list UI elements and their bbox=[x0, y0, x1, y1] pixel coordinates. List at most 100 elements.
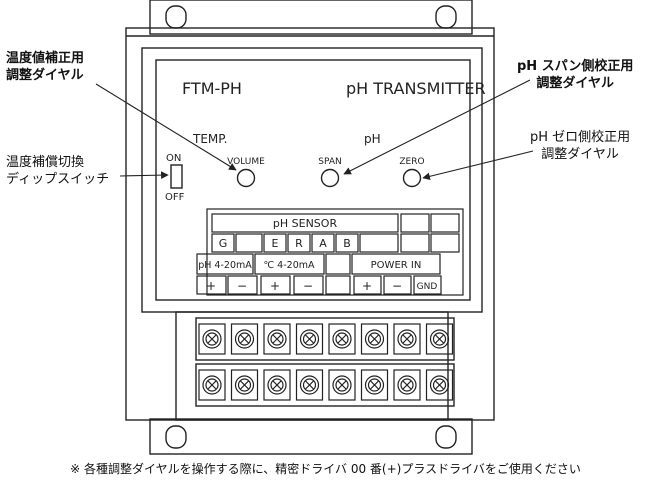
screw-head-icon bbox=[234, 329, 255, 349]
screw-head-icon bbox=[202, 375, 222, 395]
screw-head-icon bbox=[397, 375, 417, 395]
screw-terminal-top-7[interactable] bbox=[393, 323, 421, 355]
screw-head-icon bbox=[332, 375, 352, 395]
volume-label: VOLUME bbox=[227, 157, 265, 167]
screw-head-inner-icon bbox=[432, 378, 447, 392]
screw-head-icon bbox=[397, 329, 417, 349]
phillips-slot-icon bbox=[402, 380, 412, 390]
switch-on-label: ON bbox=[166, 153, 181, 164]
screw-head-inner-icon bbox=[302, 378, 317, 392]
screw-head-inner-icon bbox=[400, 332, 414, 346]
screw-head-inner-icon bbox=[237, 332, 252, 346]
screw-terminal-top-1[interactable] bbox=[198, 323, 226, 355]
screw-head-icon bbox=[332, 329, 352, 349]
screw-terminal-top-5[interactable] bbox=[328, 323, 356, 355]
screw-head-icon bbox=[364, 375, 385, 395]
phillips-slot-icon bbox=[370, 334, 379, 344]
terminal-block-housing bbox=[175, 311, 449, 421]
screw-head-icon bbox=[267, 329, 287, 349]
screw-terminal-bottom-3[interactable] bbox=[263, 369, 291, 401]
screw-terminal-top-6[interactable] bbox=[360, 323, 389, 355]
phillips-slot-icon bbox=[435, 380, 444, 390]
screw-head-icon bbox=[234, 375, 255, 395]
temp-adjust-line2: 調整ダイヤル bbox=[6, 68, 84, 83]
span-dial[interactable] bbox=[320, 168, 340, 188]
ph-out-plus-label: + bbox=[206, 279, 216, 293]
phillips-slot-icon bbox=[370, 380, 379, 390]
zero-dial[interactable] bbox=[402, 168, 422, 188]
screw-terminal-top-8[interactable] bbox=[425, 323, 454, 355]
screw-head-icon bbox=[202, 329, 222, 349]
zero-adjust-line2: 調整ダイヤル bbox=[541, 147, 619, 162]
screw-terminal-bottom-2[interactable] bbox=[230, 369, 259, 401]
phillips-slot-icon bbox=[337, 380, 347, 390]
terminal-r-label: R bbox=[295, 237, 303, 250]
phillips-slot-icon bbox=[337, 334, 347, 344]
dip-switch-callout: 温度補償切換 ディップスイッチ bbox=[6, 154, 109, 188]
screw-terminal-bottom-5[interactable] bbox=[328, 369, 356, 401]
dip-switch-line1: 温度補償切換 bbox=[6, 155, 85, 170]
phillips-slot-icon bbox=[207, 334, 217, 344]
screw-head-inner-icon bbox=[335, 332, 349, 346]
switch-off-label: OFF bbox=[165, 192, 185, 203]
span-adjust-leader bbox=[343, 79, 531, 175]
screw-head-inner-icon bbox=[270, 332, 284, 346]
terminal-a-label: A bbox=[319, 237, 327, 250]
power-plus-label: + bbox=[362, 279, 372, 293]
span-adjust-line1: pH スパン側校正用 bbox=[517, 59, 634, 74]
product-name: pH TRANSMITTER bbox=[346, 79, 486, 98]
screw-row-top-frame bbox=[195, 317, 455, 361]
ph-out-minus-label: − bbox=[237, 279, 247, 293]
screw-terminal-bottom-8[interactable] bbox=[425, 369, 454, 401]
dip-switch[interactable] bbox=[170, 164, 183, 189]
ph-output-label: pH 4-20mA bbox=[198, 260, 252, 271]
temp-adjust-leader bbox=[95, 83, 237, 171]
phillips-slot-icon bbox=[272, 380, 282, 390]
phillips-slot-icon bbox=[272, 334, 282, 344]
gnd-label: GND bbox=[417, 282, 438, 292]
screw-terminal-bottom-6[interactable] bbox=[360, 369, 389, 401]
temp-adjust-callout: 温度値補正用 調整ダイヤル bbox=[6, 50, 84, 84]
screw-terminal-top-4[interactable] bbox=[295, 323, 324, 355]
screw-terminal-bottom-1[interactable] bbox=[198, 369, 226, 401]
phillips-slot-icon bbox=[305, 380, 314, 390]
terminal-b-label: B bbox=[343, 237, 351, 250]
phillips-slot-icon bbox=[240, 334, 249, 344]
screw-head-inner-icon bbox=[205, 332, 219, 346]
phillips-slot-icon bbox=[305, 334, 314, 344]
zero-adjust-callout: pH ゼロ側校正用 調整ダイヤル bbox=[530, 129, 630, 163]
screw-terminal-bottom-7[interactable] bbox=[393, 369, 421, 401]
terminal-e-label: E bbox=[272, 237, 279, 250]
screw-terminal-bottom-4[interactable] bbox=[295, 369, 324, 401]
span-adjust-line2: 調整ダイヤル bbox=[536, 76, 614, 91]
ph-label: pH bbox=[364, 132, 381, 146]
temp-output-label: ℃ 4-20mA bbox=[263, 260, 315, 271]
dip-switch-leader bbox=[119, 171, 169, 179]
screw-head-icon bbox=[299, 329, 320, 349]
footnote: ※ 各種調整ダイヤルを操作する際に、精密ドライバ 00 番(+)プラスドライバを… bbox=[70, 462, 581, 476]
screw-head-inner-icon bbox=[400, 378, 414, 392]
top-mounting-tab bbox=[149, 0, 473, 35]
span-adjust-callout: pH スパン側校正用 調整ダイヤル bbox=[517, 58, 633, 92]
screw-head-inner-icon bbox=[432, 332, 447, 346]
phillips-slot-icon bbox=[240, 380, 249, 390]
screw-terminal-top-3[interactable] bbox=[263, 323, 291, 355]
screw-terminal-top-2[interactable] bbox=[230, 323, 259, 355]
zero-adjust-line1: pH ゼロ側校正用 bbox=[530, 130, 631, 145]
terminal-g-label: G bbox=[219, 237, 228, 250]
screw-head-inner-icon bbox=[302, 332, 317, 346]
screw-head-inner-icon bbox=[237, 378, 252, 392]
screw-head-icon bbox=[299, 375, 320, 395]
phillips-slot-icon bbox=[207, 380, 217, 390]
ph-sensor-header: pH SENSOR bbox=[273, 217, 338, 230]
screw-head-inner-icon bbox=[367, 332, 382, 346]
phillips-slot-icon bbox=[402, 334, 412, 344]
bottom-mounting-tab bbox=[149, 418, 473, 455]
screw-row-bottom-frame bbox=[195, 363, 455, 407]
volume-dial[interactable] bbox=[236, 168, 256, 188]
terminal-plate bbox=[196, 208, 464, 296]
screw-head-icon bbox=[429, 329, 450, 349]
screw-head-icon bbox=[364, 329, 385, 349]
screw-head-inner-icon bbox=[205, 378, 219, 392]
